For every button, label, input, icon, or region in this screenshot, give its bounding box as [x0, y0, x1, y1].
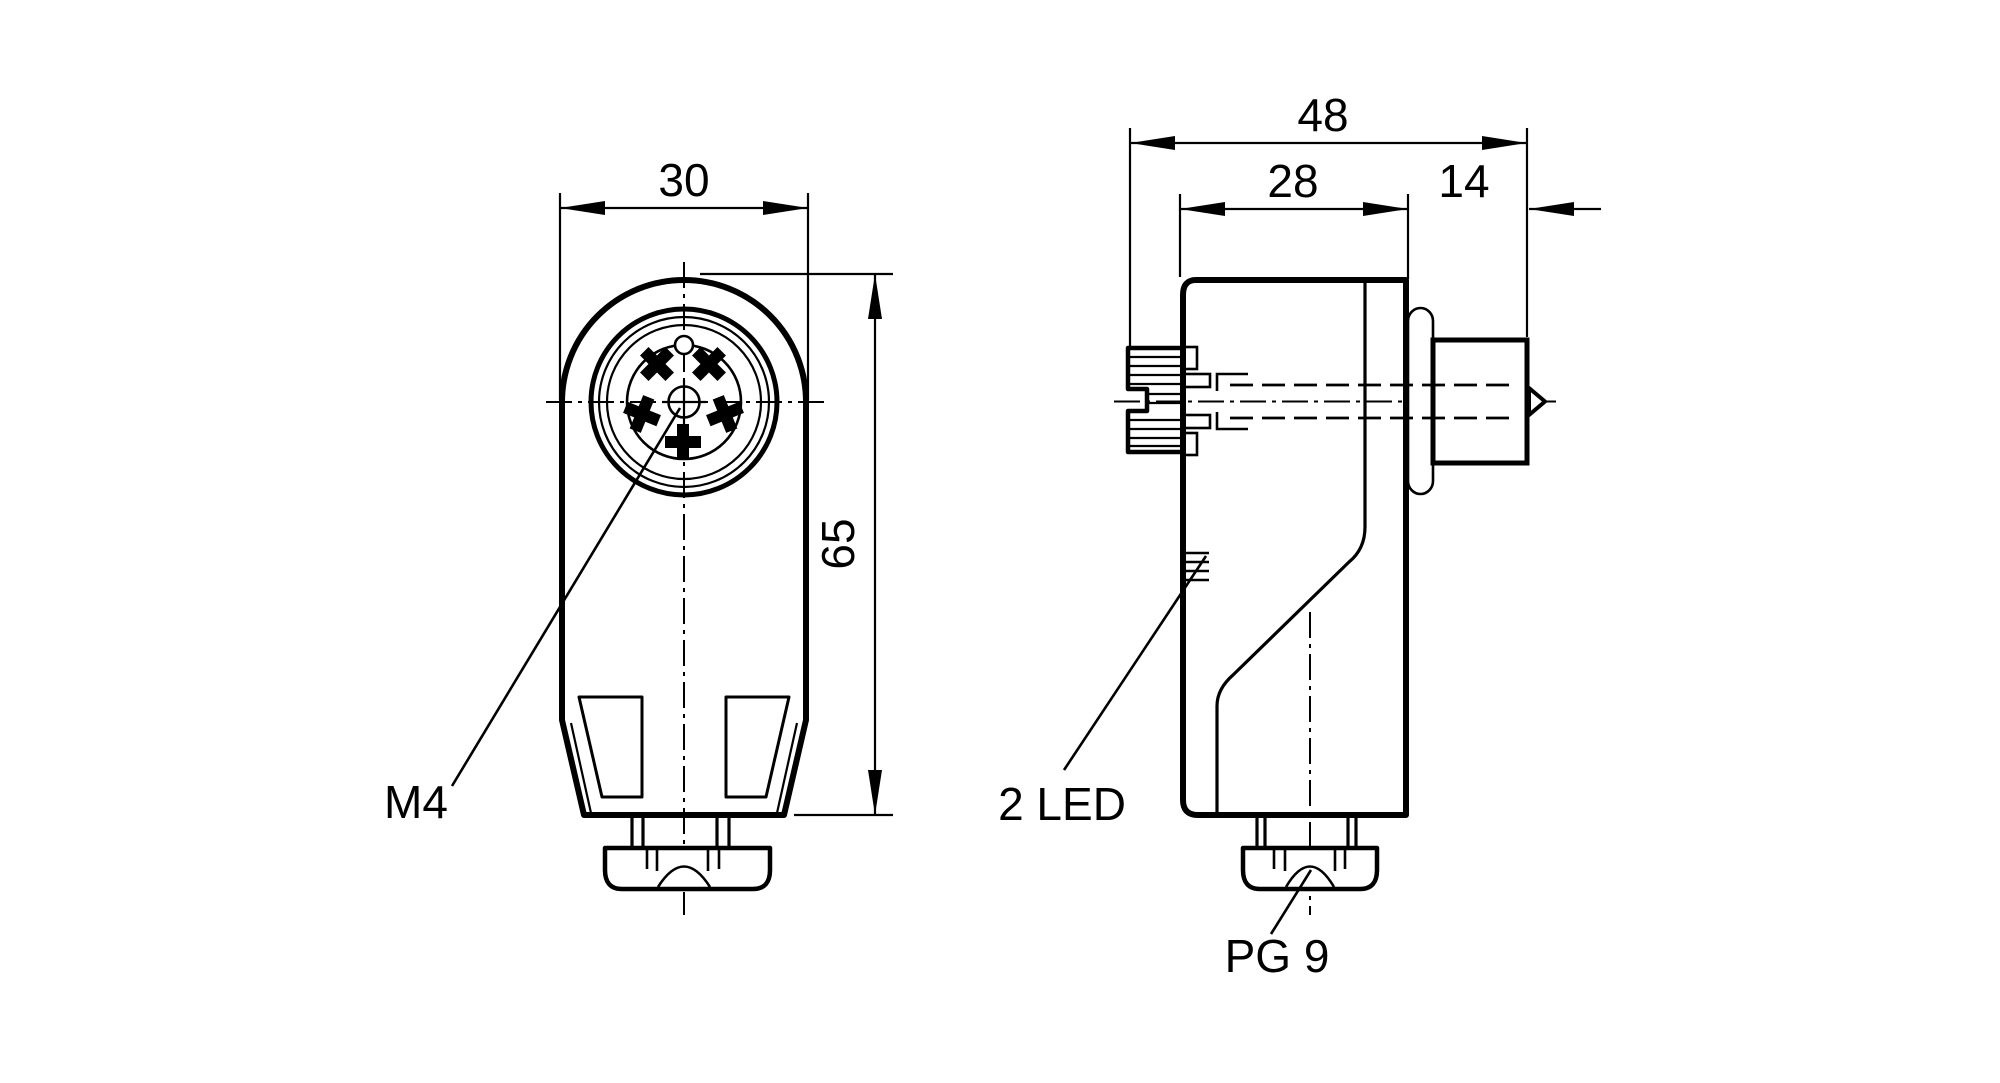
dimension-height-65: 65	[700, 272, 893, 817]
dim-30-extension-lines	[558, 193, 810, 400]
side-view: 48 28 14 2 LED PG 9	[998, 89, 1601, 982]
gland-nut-outline	[602, 845, 773, 892]
dimension-width-30: 30	[558, 154, 810, 400]
front-cable-gland	[602, 815, 773, 892]
led-callout: 2 LED	[998, 555, 1208, 830]
dim-48-arrow-left	[1130, 136, 1175, 150]
dim-28-value: 28	[1267, 155, 1318, 207]
gland-nut-facets	[645, 848, 721, 871]
screw-head-bracket	[1215, 372, 1248, 431]
side-inner-profile	[1215, 283, 1367, 812]
sensor-barrel	[1430, 337, 1530, 466]
screw-tip-icon	[1527, 386, 1547, 417]
knob-outline	[1125, 345, 1183, 455]
dim-48-arrow-right	[1482, 136, 1527, 150]
dim-30-value: 30	[658, 154, 709, 206]
dim-65-extension-lines	[700, 272, 893, 817]
gland-neck-lines	[630, 815, 731, 848]
connector-ring-2	[597, 315, 771, 489]
dim-14-arrow	[1529, 202, 1574, 216]
connector-outer-ring	[588, 306, 780, 498]
dim-65-value: 65	[812, 518, 864, 569]
side-housing-outline	[1180, 277, 1409, 818]
m4-label: M4	[384, 776, 448, 828]
center-screw-crosshair-icon	[662, 380, 706, 424]
side-cable-gland	[1240, 815, 1380, 892]
screw-shaft-hidden-lines	[1230, 383, 1516, 420]
led-window-left	[577, 695, 644, 799]
led-window-right	[724, 695, 791, 799]
gland-nut-outline	[1240, 845, 1380, 892]
m4-leader-line	[450, 407, 682, 787]
dim-48-extension-lines	[1128, 128, 1529, 346]
dimension-sleeve-14: 14	[1438, 155, 1601, 216]
front-left-taper-inner-line	[569, 722, 593, 814]
gland-neck-lines	[1255, 815, 1358, 848]
front-right-taper-inner-line	[775, 722, 799, 814]
dim-30-arrow-right	[763, 201, 808, 215]
sensor-flange	[1406, 306, 1435, 496]
gland-nut-facets	[1272, 848, 1347, 871]
dim-30-arrow-left	[560, 201, 605, 215]
dim-48-value: 48	[1297, 89, 1348, 141]
pg9-leader-line	[1269, 869, 1313, 935]
led-ticks-icon	[1185, 551, 1209, 582]
m4-callout: M4	[384, 407, 682, 828]
knob-knurling	[1130, 355, 1181, 448]
dim-65-arrow-bottom	[868, 770, 882, 815]
gland-nut-dome	[656, 865, 712, 888]
connector-ring-3	[605, 323, 763, 481]
keyway-notch-icon	[673, 334, 695, 356]
gland-nut-dome	[1284, 865, 1336, 888]
pg9-label: PG 9	[1225, 930, 1330, 982]
connector-face	[588, 306, 780, 498]
dimension-housing-28: 28	[1178, 155, 1410, 279]
dim-65-arrow-top	[868, 274, 882, 319]
led-leader-line	[1062, 555, 1208, 771]
dimension-depth-48: 48	[1128, 89, 1529, 346]
dim-28-arrow-left	[1180, 202, 1225, 216]
dim-14-value: 14	[1438, 155, 1489, 207]
front-view: 30 65 M4	[384, 154, 893, 915]
led-label: 2 LED	[998, 778, 1126, 830]
pg9-callout: PG 9	[1225, 869, 1330, 982]
front-housing-outline	[559, 277, 809, 818]
dim-28-arrow-right	[1363, 202, 1408, 216]
